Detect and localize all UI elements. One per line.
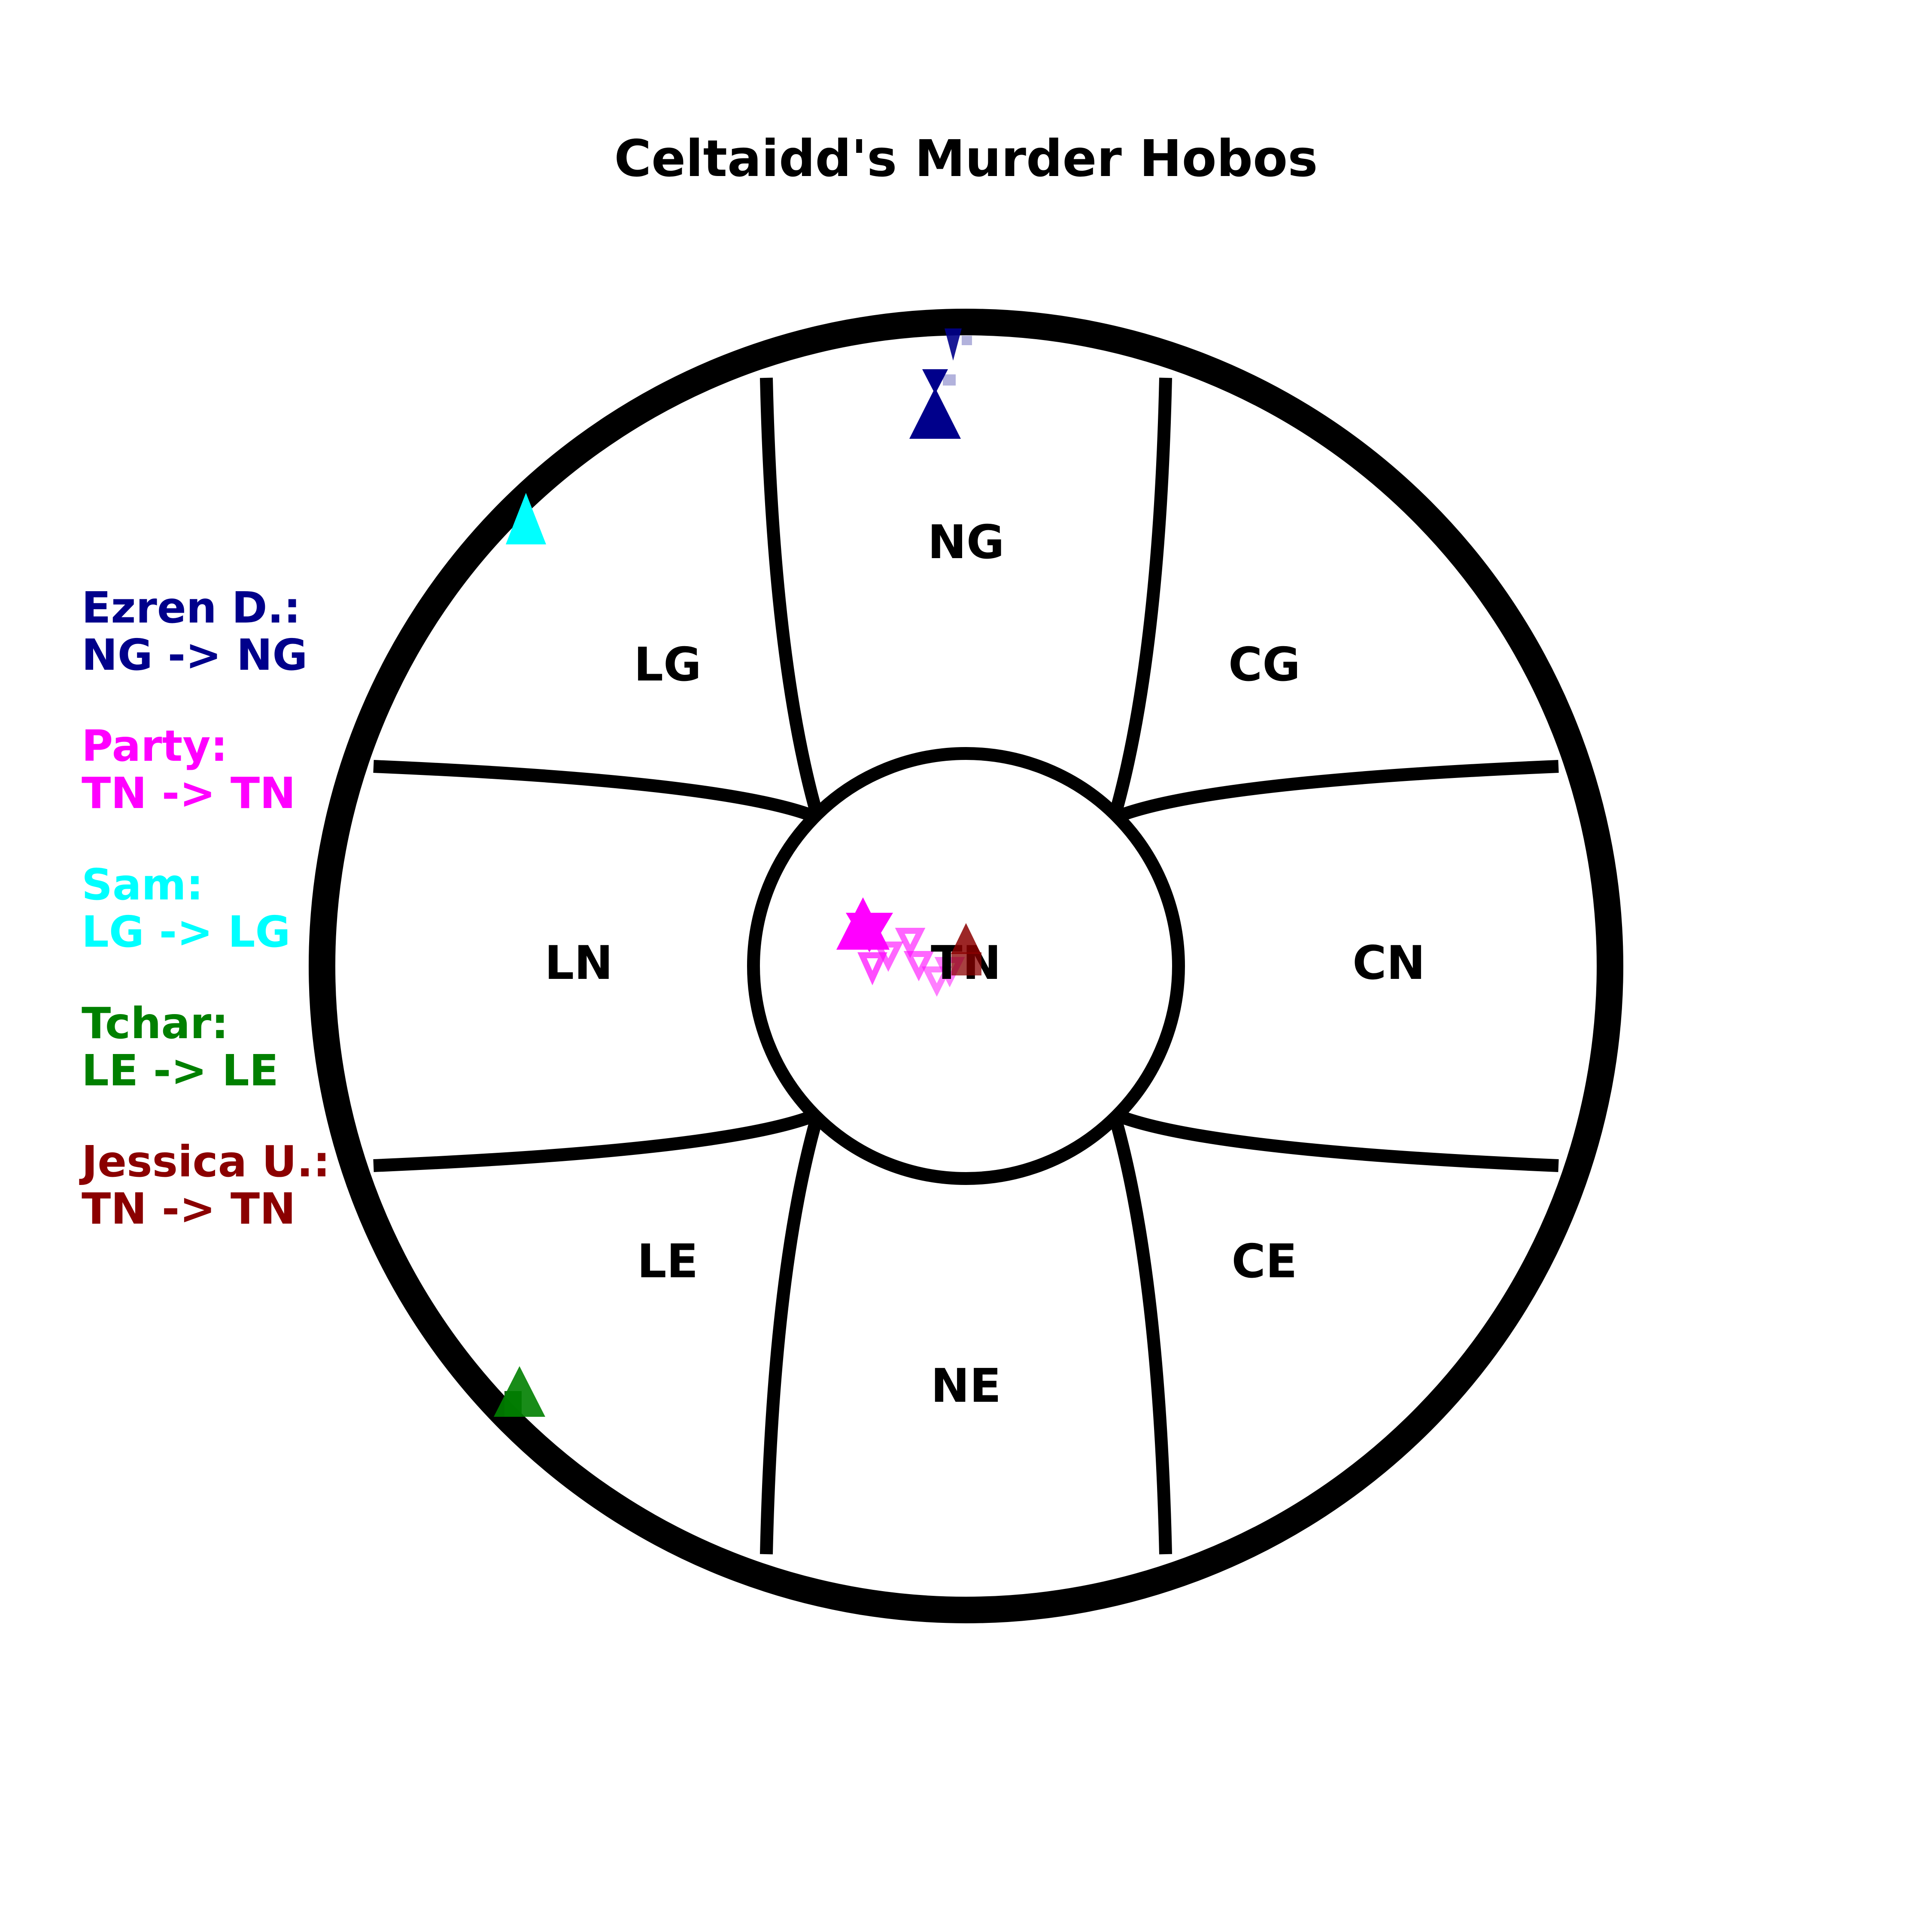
divider-le-ln <box>373 1108 820 1172</box>
legend-entry-party: Party: TN -> TN <box>82 721 296 818</box>
legend-party-change: TN -> TN <box>82 768 296 818</box>
legend-jessica-name: Jessica U.: <box>79 1136 330 1187</box>
zone-label-cg: CG <box>1228 638 1300 692</box>
party-trail-triangle-down-icon-1 <box>873 942 904 972</box>
divider-cg-cn <box>1112 760 1559 824</box>
jessica-trail-marker <box>951 952 981 975</box>
jessica-end-triangle-up-icon <box>951 923 981 954</box>
legend-tchar-change: LE -> LE <box>82 1045 279 1096</box>
tchar-end-triangle-up-icon <box>494 1366 545 1417</box>
divider-ce-ne <box>1108 1112 1172 1555</box>
zone-label-ng: NG <box>927 516 1004 569</box>
zone-label-ce: CE <box>1231 1235 1297 1288</box>
legend-jessica-change: TN -> TN <box>82 1184 296 1234</box>
legend-entry-tchar: Tchar: LE -> LE <box>82 998 279 1096</box>
ezren-trail-marker <box>962 336 972 345</box>
legend-sam-name: Sam: <box>82 860 204 910</box>
ezren-trail-marker-2 <box>943 374 956 386</box>
legend-ezren-name: Ezren D.: <box>82 583 301 633</box>
inner-ring <box>747 747 1185 1185</box>
outer-ring <box>309 309 1623 1623</box>
divider-cn-ce <box>1112 1108 1559 1172</box>
party-trail-triangle-down-icon-2 <box>895 928 926 958</box>
divider-ng-cg <box>1108 377 1172 820</box>
zone-label-ne: NE <box>931 1359 1001 1413</box>
divider-lg-ng <box>760 377 824 820</box>
legend-sam-change: LG -> LG <box>82 907 291 957</box>
zone-label-cn: CN <box>1352 936 1425 990</box>
party-trail-triangle-down-icon-4 <box>921 966 952 997</box>
legend-entry-ezren: Ezren D.: NG -> NG <box>82 583 307 680</box>
party-end-triangle-down-icon <box>846 913 893 952</box>
ezren-end-triangle-up-icon <box>909 388 961 439</box>
zone-label-ln: LN <box>544 936 613 990</box>
sam-end-triangle-up-icon <box>506 493 546 544</box>
chart-title: Celtaidd's Murder Hobos <box>614 129 1318 188</box>
legend-entry-jessica: Jessica U.: TN -> TN <box>79 1136 330 1234</box>
ezren-start-triangle-down-icon <box>945 328 962 361</box>
zone-label-le: LE <box>637 1235 699 1288</box>
party-start-triangle-down-icon <box>857 952 887 985</box>
legend-ezren-change: NG -> NG <box>82 630 307 680</box>
legend-party-name: Party: <box>82 721 228 771</box>
legend: Ezren D.: NG -> NG Party: TN -> TN Sam: … <box>79 583 330 1234</box>
zone-label-lg: LG <box>634 638 701 692</box>
legend-entry-sam: Sam: LG -> LG <box>82 860 291 957</box>
ezren-trail-triangle-down-icon <box>922 369 948 394</box>
party-trail-triangle-down-icon-3 <box>903 951 934 981</box>
legend-tchar-name: Tchar: <box>82 998 228 1048</box>
divider-ln-lg <box>373 760 820 824</box>
divider-ne-le <box>760 1112 824 1555</box>
